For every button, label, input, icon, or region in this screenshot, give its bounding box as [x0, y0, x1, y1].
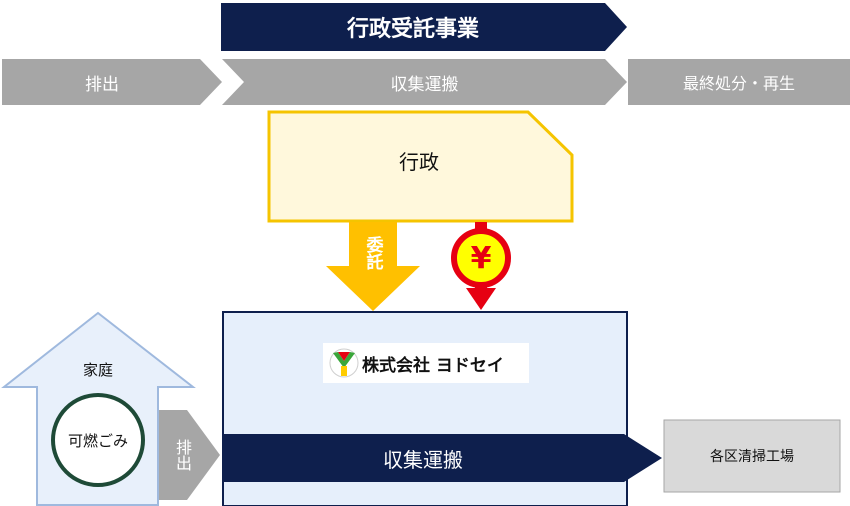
stage-collection-arrow	[222, 59, 627, 105]
commission-label: 委託	[362, 236, 383, 270]
yen-icon: ¥	[470, 240, 492, 276]
page-title: 行政受託事業	[346, 17, 479, 42]
stage-discharge-arrow	[2, 59, 222, 105]
waste-circle	[51, 393, 145, 487]
government-label: 行政	[399, 149, 439, 174]
payment-arrow-head	[466, 288, 496, 310]
destination-box	[663, 419, 841, 493]
title-banner-arrow	[221, 3, 627, 51]
discharge-arrow	[159, 410, 220, 500]
stage-label-collection: 収集運搬	[390, 74, 459, 95]
destination-label: 各区清掃工場	[710, 449, 794, 465]
yen-coin	[451, 228, 511, 288]
company-logo-mark	[329, 348, 359, 378]
company-name: 株式会社 ヨドセイ	[362, 355, 504, 376]
stage-label-discharge: 排出	[85, 74, 119, 95]
stage-final-box	[628, 59, 850, 105]
commission-arrow	[326, 222, 420, 311]
collection-arrow	[222, 434, 662, 482]
stage-label-final: 最終処分・再生	[682, 74, 795, 93]
household-label: 家庭	[82, 360, 113, 379]
waste-label: 可燃ごみ	[67, 431, 128, 450]
government-box	[267, 110, 574, 223]
discharge-label: 排出	[173, 439, 192, 471]
collection-label: 収集運搬	[383, 447, 463, 472]
